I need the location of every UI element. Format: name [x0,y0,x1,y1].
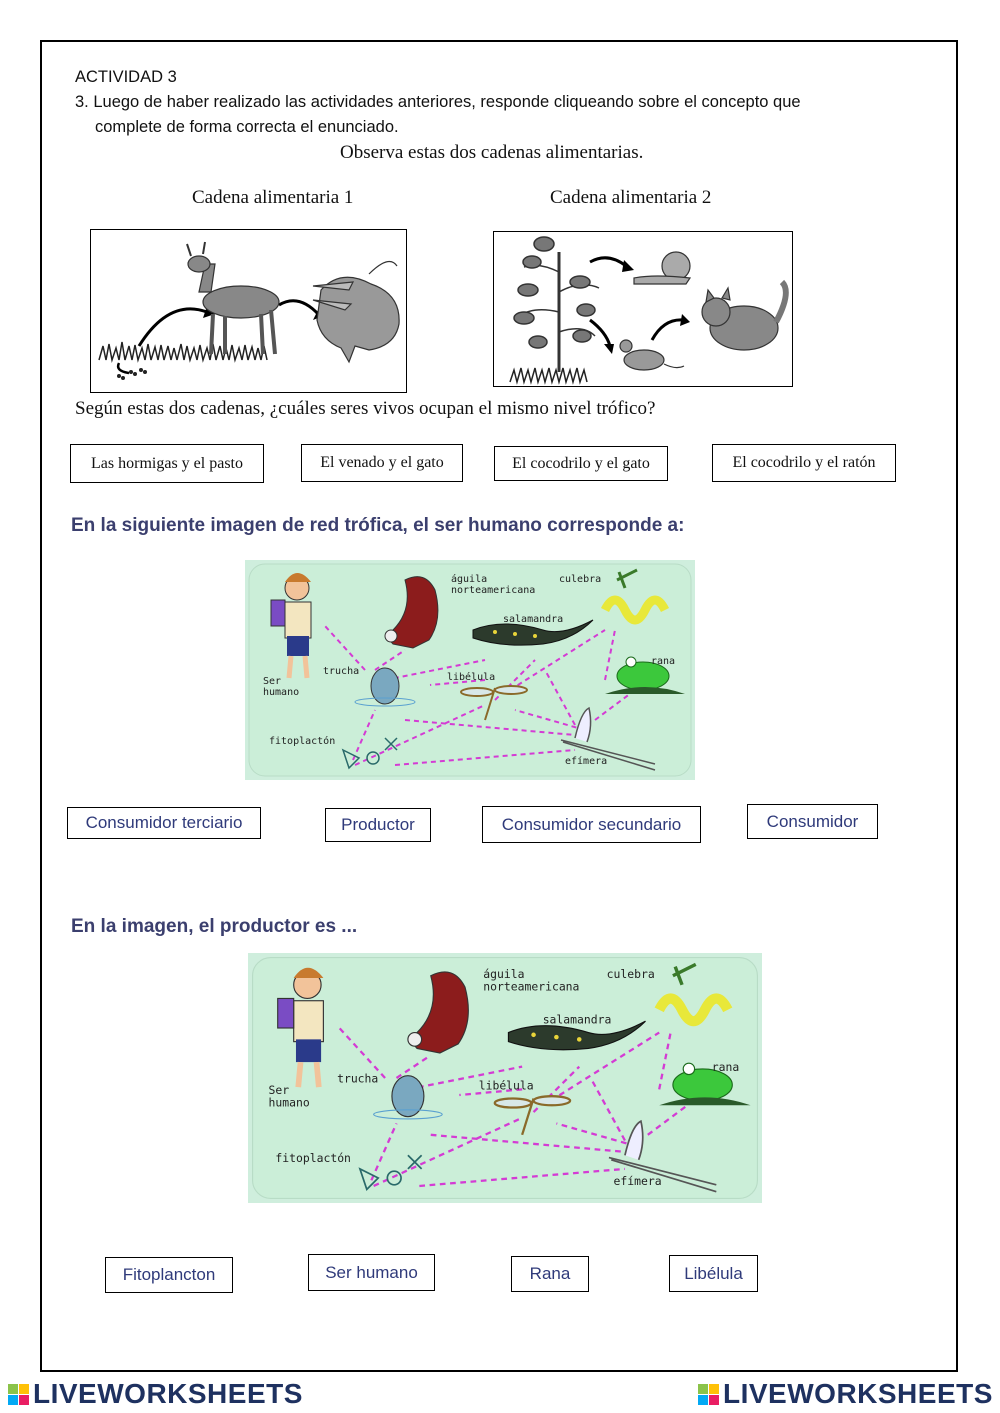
instruction-line1: 3. Luego de haber realizado las activida… [75,93,801,111]
q3-option-1-label: Fitoplancton [122,1265,216,1284]
question3-text: En la imagen, el productor es ... [71,916,358,937]
human-icon [277,967,324,1088]
mayfly-icon [608,1119,717,1193]
snake-icon [600,568,670,625]
label-rana: rana [651,656,675,667]
crocodile-icon [312,260,400,364]
snake-icon [654,962,733,1027]
phytoplankton-icon [358,1154,423,1191]
q3-option-2-label: Ser humano [325,1262,418,1282]
q3-option-2[interactable]: Ser humano [308,1254,435,1291]
q2-option-2-label: Productor [341,815,415,834]
liveworksheets-brand-left: LIVEWORKSHEETS [33,1378,303,1409]
food-chain-2-image [493,231,793,387]
label-fitoplacton: fitoplactón [275,1151,351,1165]
trout-icon [373,1075,443,1120]
cat-icon [701,279,789,351]
human-icon [270,573,312,679]
q1-option-1[interactable]: Las hormigas y el pasto [70,444,264,483]
worksheet-frame [40,40,958,1372]
observe-text: Observa estas dos cadenas alimentarias. [340,142,644,163]
question2-text: En la siguiente imagen de red trófica, e… [71,515,685,536]
label-trucha: trucha [323,666,359,677]
q1-option-4[interactable]: El cocodrilo y el ratón [712,444,896,482]
eagle-icon [407,971,469,1054]
q3-option-3-label: Rana [529,1264,571,1283]
q1-option-2-label: El venado y el gato [320,454,444,471]
label-norteamericana: norteamericana [483,980,579,994]
salamander-icon [507,1020,646,1051]
label-ser: Ser [263,676,281,687]
food-chain-1-image [90,229,407,393]
liveworksheets-brand-right: LIVEWORKSHEETS [723,1378,993,1409]
liveworksheets-icon [8,1383,29,1405]
liveworksheets-logo-right: LIVEWORKSHEETS [698,1378,993,1410]
q1-option-4-label: El cocodrilo y el ratón [732,454,876,471]
label-salamandra: salamandra [503,614,563,625]
food-web-image-1: Ser humano águila norteamericana culebra… [245,560,695,780]
label-rana: rana [712,1060,739,1074]
label-ser: Ser [269,1083,290,1097]
instruction-line2: complete de forma correcta el enunciado. [95,118,399,136]
trout-icon [354,667,416,707]
frog-icon [659,1062,751,1106]
label-norteamericana: norteamericana [451,585,535,596]
salamander-icon [472,619,594,646]
chain1-title: Cadena alimentaria 1 [192,187,354,208]
question1-text: Según estas dos cadenas, ¿cuáles seres v… [75,398,656,419]
q2-option-3-label: Consumidor secundario [501,814,682,834]
dragonfly-icon [460,685,528,721]
food-web-image-2: Ser humano águila norteamericana culebra… [248,953,762,1203]
label-humano: humano [263,687,299,698]
q2-option-4-label: Consumidor [766,811,859,831]
q2-option-2[interactable]: Productor [325,808,431,842]
q2-option-1-label: Consumidor terciario [85,813,243,832]
frog-icon [605,656,685,694]
ants-icon [117,368,147,380]
label-fitoplacton: fitoplactón [269,735,335,747]
label-libelula: libélula [479,1078,534,1092]
q3-option-1[interactable]: Fitoplancton [105,1257,233,1293]
mouse-icon [619,339,685,371]
label-libelula: libélula [447,671,495,683]
q1-option-1-label: Las hormigas y el pasto [91,454,243,472]
label-culebra: culebra [607,967,655,981]
q1-option-2[interactable]: El venado y el gato [301,444,463,482]
activity-title: ACTIVIDAD 3 [75,68,177,86]
dragonfly-icon [493,1095,572,1136]
phytoplankton-icon [341,737,398,770]
label-culebra: culebra [559,574,601,585]
q1-option-3-label: El cocodrilo y el gato [512,454,650,472]
label-efimera: efímera [565,755,607,767]
label-salamandra: salamandra [543,1012,612,1026]
q2-option-1[interactable]: Consumidor terciario [67,807,261,839]
q3-option-4[interactable]: Libélula [669,1255,758,1292]
q2-option-4[interactable]: Consumidor [747,804,878,839]
deer-icon [186,241,280,355]
liveworksheets-icon [698,1383,719,1405]
chain2-title: Cadena alimentaria 2 [550,187,712,208]
eagle-icon [384,576,439,649]
snail-icon [633,251,692,285]
mayfly-icon [560,706,656,771]
liveworksheets-logo-left: LIVEWORKSHEETS [8,1378,303,1410]
label-trucha: trucha [337,1072,378,1086]
q2-option-3[interactable]: Consumidor secundario [482,806,701,843]
q1-option-3[interactable]: El cocodrilo y el gato [494,446,668,481]
label-aguila: águila [483,967,524,981]
plant-icon [513,236,600,372]
label-efimera: efímera [614,1174,662,1188]
label-aguila: águila [451,573,487,585]
grass-icon [98,341,268,363]
q3-option-4-label: Libélula [684,1263,743,1283]
label-humano: humano [269,1095,310,1109]
q3-option-3[interactable]: Rana [511,1256,589,1292]
